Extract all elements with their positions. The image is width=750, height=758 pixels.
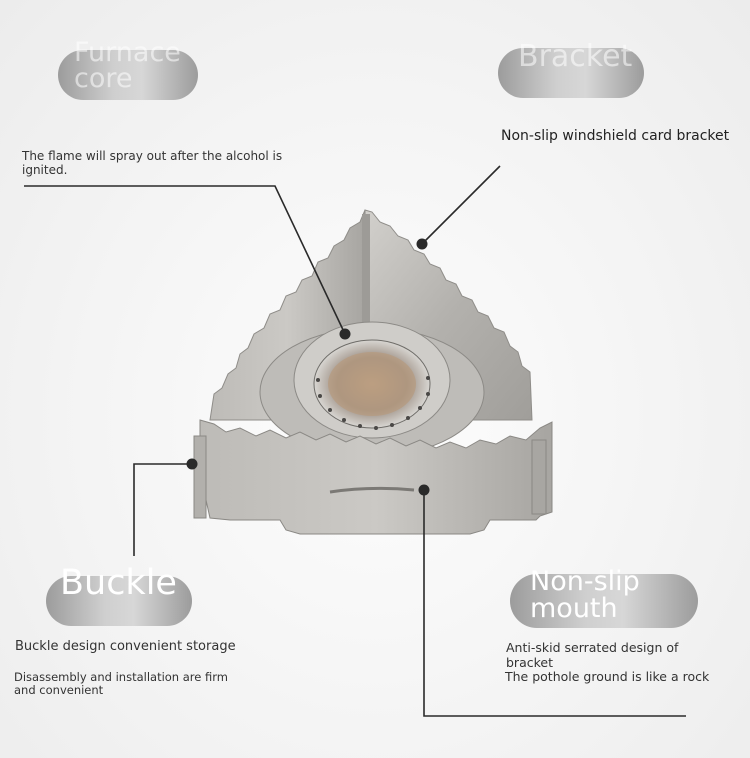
- non-slip-mouth-title: Non-slip mouth: [530, 566, 640, 624]
- side-tab-left: [193, 435, 207, 519]
- leader-dots: [186, 238, 430, 496]
- leader-lines: [24, 165, 686, 717]
- buckle-title: Buckle: [60, 563, 177, 603]
- bracket-pill: [498, 48, 644, 98]
- buckle-pill: [46, 576, 192, 626]
- burner-holes: [316, 376, 430, 430]
- buckle-description-1: Buckle design convenient storage: [15, 639, 236, 654]
- hinge-slot: [362, 214, 370, 324]
- buckle-slot: [329, 486, 415, 494]
- bracket-description: Non-slip windshield card bracket: [501, 128, 730, 144]
- furnace-core-pill: [58, 50, 198, 100]
- non-slip-mouth-pill: [510, 574, 698, 628]
- non-slip-mouth-description-1: Anti-skid serrated design of bracket: [506, 640, 679, 670]
- non-slip-mouth-description-2: The pothole ground is like a rock: [505, 669, 710, 684]
- buckle-description-2: Disassembly and installation are firm an…: [14, 670, 228, 697]
- windshield-panel-front: [199, 419, 553, 535]
- side-tab-right: [531, 439, 547, 515]
- furnace-core-title: Furnace core: [74, 37, 181, 94]
- bracket-title: Bracket: [518, 39, 633, 74]
- furnace-core-description: The flame will spray out after the alcoh…: [22, 149, 283, 177]
